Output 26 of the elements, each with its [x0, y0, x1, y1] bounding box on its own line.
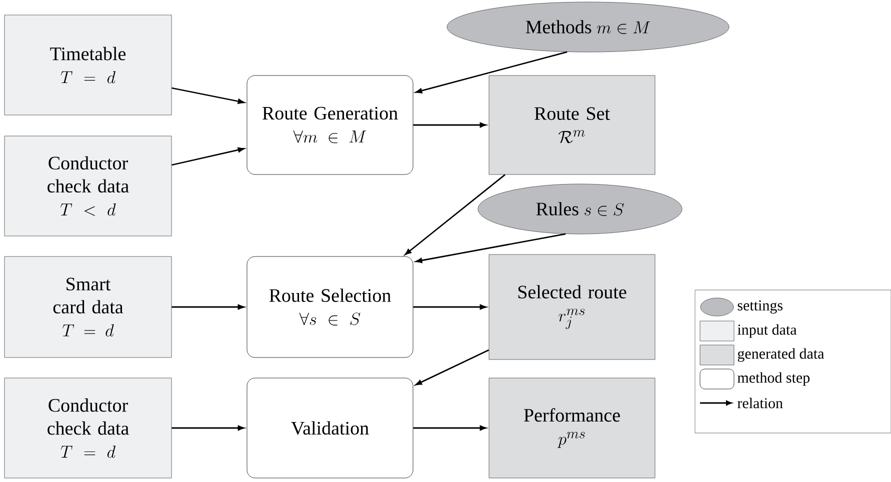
arrow: [415, 349, 490, 386]
generated-data-box: Selected route $r_j^{ms}$: [488, 254, 656, 360]
method-step-box: Route Selection $\forall s \in S$: [246, 256, 414, 358]
generated-data-box: Performance $p^{ms}$: [488, 378, 656, 478]
arrow: [416, 51, 568, 94]
method-step-box: Route Generation $\forall m \in M$: [246, 75, 414, 175]
arrow: [172, 87, 244, 104]
legend-label: generated data: [738, 348, 824, 362]
arrow: [172, 425, 244, 431]
input-data-box: Conductor check data $T = d$: [4, 378, 172, 478]
arrow: [172, 304, 244, 310]
legend-label: relation: [738, 398, 783, 408]
legend-label: input data: [738, 324, 797, 338]
arrow: [413, 122, 486, 128]
generated-data-box: Route Set $\mathcal{R}^m$: [488, 75, 656, 175]
input-data-box: Conductor check data $T < d$: [4, 136, 172, 236]
legend-label: method step: [738, 372, 810, 386]
arrow: [172, 147, 244, 166]
input-data-box: Timetable $T = d$: [4, 14, 172, 116]
method-step-box: Validation: [246, 378, 414, 478]
arrow: [413, 425, 486, 431]
arrow: [413, 304, 486, 310]
arrow: [416, 233, 566, 264]
arrow: [404, 174, 506, 255]
legend-label: settings: [738, 300, 782, 314]
input-data-box: Smart card data $T = d$: [4, 256, 172, 358]
